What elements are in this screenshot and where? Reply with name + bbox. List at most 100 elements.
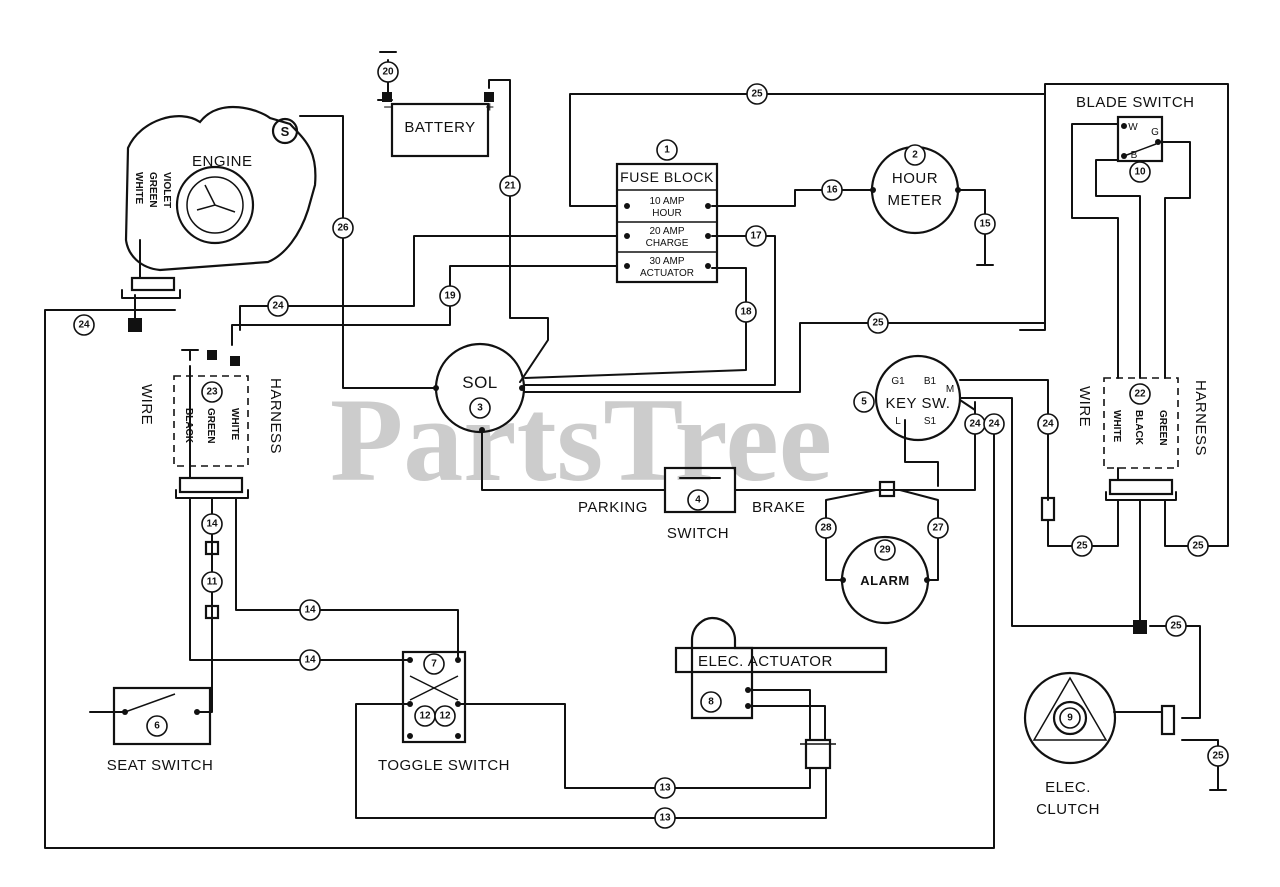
ref-bubble-toggle-right: 12 xyxy=(434,705,456,727)
ref-bubble-parking-brake: 4 xyxy=(687,489,709,511)
elec-actuator-label: ELEC. ACTUATOR xyxy=(698,653,833,670)
engine-s-label: S xyxy=(281,124,290,139)
svg-text:17: 17 xyxy=(750,231,762,242)
svg-text:25: 25 xyxy=(1192,541,1204,552)
fuse-block: FUSE BLOCK 10 AMP HOUR 20 AMP CHARGE 30 … xyxy=(615,162,719,284)
key-g1: G1 xyxy=(891,376,905,387)
wire-bubble-25d: 25 xyxy=(1187,535,1209,557)
ref-bubble-key-switch: 5 xyxy=(853,391,875,413)
svg-text:2: 2 xyxy=(912,150,918,161)
fuse-20-amp: 20 AMP xyxy=(649,226,684,237)
ref-bubble-clutch: 9 xyxy=(1059,707,1081,729)
fuse-block-title: FUSE BLOCK xyxy=(620,169,714,185)
wire-bubble-25f: 25 xyxy=(1207,745,1229,767)
battery-negative: − xyxy=(383,99,392,116)
svg-text:24: 24 xyxy=(78,320,90,331)
svg-text:27: 27 xyxy=(932,523,944,534)
fuse-30-use: ACTUATOR xyxy=(640,268,694,279)
wire-number-bubbles: 11 13 13 14 14 14 15 16 17 18 19 20 21 2… xyxy=(73,61,1229,829)
svg-text:9: 9 xyxy=(1067,713,1073,724)
svg-text:24: 24 xyxy=(969,419,981,430)
elec-actuator: ELEC. ACTUATOR xyxy=(674,616,888,770)
elec-clutch-line1: ELEC. xyxy=(1045,779,1091,796)
wire-bubble-24a: 24 xyxy=(73,314,95,336)
key-m: M xyxy=(946,384,954,395)
wire-bubble-29: 29 xyxy=(874,539,896,561)
brake-label: BRAKE xyxy=(752,499,805,516)
svg-text:14: 14 xyxy=(206,519,218,530)
wire-harness-left: BLACK GREEN WHITE WIRE HARNESS xyxy=(138,349,284,620)
harness-right-word-wire: WIRE xyxy=(1076,386,1093,427)
wire-bubble-25e: 25 xyxy=(1165,615,1187,637)
svg-text:22: 22 xyxy=(1134,389,1146,400)
svg-text:25: 25 xyxy=(1170,621,1182,632)
key-l: L xyxy=(895,416,901,427)
wire-bubble-26: 26 xyxy=(332,217,354,239)
harness-right-word-harness: HARNESS xyxy=(1192,380,1209,456)
toggle-switch: TOGGLE SWITCH xyxy=(378,650,510,774)
parking-brake-switch: PARKING BRAKE SWITCH xyxy=(578,466,896,542)
blade-w: W xyxy=(1128,122,1138,133)
blade-switch-label: BLADE SWITCH xyxy=(1076,94,1195,111)
wire-bubble-28: 28 xyxy=(815,517,837,539)
wire-bubble-24c: 24 xyxy=(964,413,986,435)
switch-label: SWITCH xyxy=(667,525,729,542)
wire-bubble-24d: 24 xyxy=(983,413,1005,435)
svg-text:4: 4 xyxy=(695,495,701,506)
wire-bubble-21: 21 xyxy=(499,175,521,197)
svg-text:14: 14 xyxy=(304,655,316,666)
svg-text:13: 13 xyxy=(659,783,671,794)
svg-text:10: 10 xyxy=(1134,167,1146,178)
ref-bubble-toggle-left: 12 xyxy=(414,705,436,727)
seat-switch: SEAT SWITCH xyxy=(89,686,213,774)
ref-bubble-hour-meter: 2 xyxy=(904,144,926,166)
harness-right-green: GREEN xyxy=(1157,410,1168,446)
svg-text:7: 7 xyxy=(431,659,437,670)
ref-number-bubbles: 1 2 3 4 5 6 7 12 12 8 9 10 xyxy=(146,139,1151,737)
engine-label: ENGINE xyxy=(192,153,253,170)
svg-text:24: 24 xyxy=(988,419,1000,430)
svg-text:15: 15 xyxy=(979,219,991,230)
fuse-10-use: HOUR xyxy=(652,208,681,219)
svg-text:1: 1 xyxy=(664,145,670,156)
svg-text:19: 19 xyxy=(444,291,456,302)
watermark: PartsTree xyxy=(330,373,832,506)
wire-bubble-11: 11 xyxy=(201,571,223,593)
wire-bubble-22: 22 xyxy=(1129,383,1151,405)
solenoid: SOL xyxy=(433,342,526,434)
svg-text:25: 25 xyxy=(751,89,763,100)
wire-bubble-15: 15 xyxy=(974,213,996,235)
sol-label: SOL xyxy=(462,373,498,392)
wire-harness-right: WHITE BLACK GREEN WIRE HARNESS xyxy=(1040,377,1209,634)
wire-bubble-18: 18 xyxy=(735,301,757,323)
svg-text:21: 21 xyxy=(504,181,516,192)
wire-bubble-13b: 13 xyxy=(654,807,676,829)
ref-bubble-toggle-top: 7 xyxy=(423,653,445,675)
battery-label: BATTERY xyxy=(404,119,475,136)
engine-wire-white: WHITE xyxy=(133,172,144,205)
engine-connector xyxy=(130,276,176,292)
blade-b: B xyxy=(1131,150,1138,161)
battery: BATTERY − + xyxy=(377,51,494,158)
wire-bubble-19: 19 xyxy=(439,285,461,307)
blade-switch: BLADE SWITCH W G B xyxy=(1076,94,1195,163)
wire-bubble-24e: 24 xyxy=(1037,413,1059,435)
wire-bubble-27: 27 xyxy=(927,517,949,539)
key-b1: B1 xyxy=(924,376,937,387)
svg-text:16: 16 xyxy=(826,185,838,196)
alarm-label: ALARM xyxy=(860,573,909,588)
engine-splice xyxy=(128,318,142,332)
svg-text:6: 6 xyxy=(154,721,160,732)
engine-wire-violet: VIOLET xyxy=(161,172,172,208)
harness-left-white: WHITE xyxy=(229,408,240,441)
svg-text:24: 24 xyxy=(272,301,284,312)
harness-right-white: WHITE xyxy=(1111,410,1122,443)
wire-bubble-24b: 24 xyxy=(267,295,289,317)
harness-left-word-wire: WIRE xyxy=(138,384,155,425)
alarm: ALARM xyxy=(840,535,930,625)
engine-spark-terminal xyxy=(271,117,299,145)
engine: S ENGINE WHITE GREEN VIOLET xyxy=(121,105,317,332)
svg-text:8: 8 xyxy=(708,697,714,708)
fuse-30-amp: 30 AMP xyxy=(649,256,684,267)
blade-g: G xyxy=(1151,127,1159,138)
